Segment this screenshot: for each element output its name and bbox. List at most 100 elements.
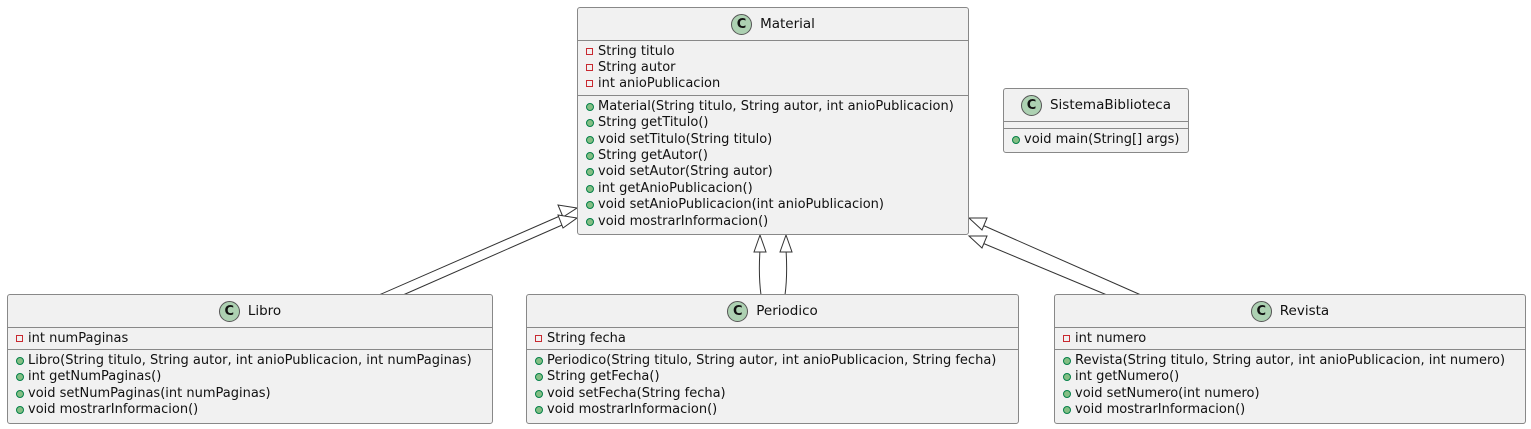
public-visibility-icon — [584, 101, 595, 112]
method-row: Libro(String titulo, String autor, int a… — [14, 352, 492, 368]
arrowhead-periodico-material-2 — [779, 233, 793, 253]
class-material[interactable]: C Material String titulo String autor in… — [577, 7, 969, 235]
public-visibility-icon — [584, 166, 595, 177]
edge-revista-material-1 — [979, 241, 1108, 296]
attribute-text: int numPaginas — [28, 330, 129, 346]
attributes-section: String fecha — [527, 328, 1018, 351]
private-visibility-icon — [584, 46, 595, 57]
attributes-section — [1004, 122, 1188, 129]
class-header: C Libro — [8, 295, 492, 328]
class-header: C Periodico — [527, 295, 1018, 328]
public-visibility-icon — [14, 404, 25, 415]
edge-periodico-material-2 — [784, 249, 788, 296]
public-visibility-icon — [533, 404, 544, 415]
attribute-row: int numero — [1061, 330, 1525, 346]
method-row: void mostrarInformacion() — [14, 402, 492, 418]
method-text: Periodico(String titulo, String autor, i… — [547, 353, 997, 369]
methods-section: Revista(String titulo, String autor, int… — [1055, 350, 1525, 421]
method-text: void setTitulo(String titulo) — [598, 131, 773, 147]
attributes-section: int numero — [1055, 328, 1525, 351]
arrowhead-revista-material-2 — [967, 217, 988, 231]
public-visibility-icon — [584, 216, 595, 227]
method-row: void setAnioPublicacion(int anioPublicac… — [584, 197, 968, 213]
attribute-row: String autor — [584, 59, 968, 75]
arrowhead-libro-material-2 — [557, 214, 579, 229]
method-text: String getTitulo() — [598, 115, 709, 131]
method-text: Revista(String titulo, String autor, int… — [1075, 353, 1506, 369]
methods-section: Periodico(String titulo, String autor, i… — [527, 350, 1018, 421]
arrowhead-periodico-material-1 — [753, 233, 767, 253]
private-visibility-icon — [584, 62, 595, 73]
class-header: C Material — [578, 8, 968, 41]
attributes-section: String titulo String autor int anioPubli… — [578, 41, 968, 97]
class-name: Libro — [247, 303, 282, 319]
method-row: Material(String titulo, String autor, in… — [584, 98, 968, 114]
method-row: void setFecha(String fecha) — [533, 385, 1018, 401]
attributes-section: int numPaginas — [8, 328, 492, 351]
method-row: void main(String[] args) — [1010, 131, 1188, 147]
edge-libro-material-1 — [378, 211, 570, 296]
edge-periodico-material-1 — [758, 249, 762, 296]
class-c-icon: C — [727, 300, 749, 322]
attribute-text: int anioPublicacion — [598, 76, 721, 92]
class-libro[interactable]: C Libro int numPaginas Libro(String titu… — [7, 294, 493, 424]
class-revista[interactable]: C Revista int numero Revista(String titu… — [1054, 294, 1526, 424]
private-visibility-icon — [14, 333, 25, 344]
public-visibility-icon — [533, 355, 544, 366]
method-row: String getFecha() — [533, 369, 1018, 385]
arrowhead-libro-material-1 — [557, 204, 579, 218]
attribute-row: int numPaginas — [14, 330, 492, 346]
public-visibility-icon — [584, 199, 595, 210]
methods-section: Material(String titulo, String autor, in… — [578, 96, 968, 232]
attribute-row: String fecha — [533, 330, 1018, 346]
public-visibility-icon — [1061, 404, 1072, 415]
public-visibility-icon — [14, 355, 25, 366]
method-text: void mostrarInformacion() — [1075, 402, 1246, 418]
method-row: int getAnioPublicacion() — [584, 180, 968, 196]
public-visibility-icon — [1061, 355, 1072, 366]
private-visibility-icon — [1061, 333, 1072, 344]
private-visibility-icon — [533, 333, 544, 344]
class-name: SistemaBiblioteca — [1049, 97, 1171, 113]
public-visibility-icon — [14, 388, 25, 399]
method-text: Material(String titulo, String autor, in… — [598, 98, 954, 114]
attribute-text: int numero — [1075, 330, 1147, 346]
public-visibility-icon — [584, 134, 595, 145]
method-text: int getAnioPublicacion() — [598, 180, 753, 196]
method-row: String getTitulo() — [584, 115, 968, 131]
method-text: void setNumPaginas(int numPaginas) — [28, 385, 271, 401]
method-row: void setTitulo(String titulo) — [584, 131, 968, 147]
class-name: Material — [760, 16, 815, 32]
method-text: int getNumero() — [1075, 369, 1180, 385]
method-text: void mostrarInformacion() — [28, 402, 199, 418]
method-text: int getNumPaginas() — [28, 369, 162, 385]
methods-section: void main(String[] args) — [1004, 129, 1188, 150]
private-visibility-icon — [584, 78, 595, 89]
class-c-icon: C — [1020, 94, 1042, 116]
class-name: Periodico — [756, 303, 818, 319]
public-visibility-icon — [584, 183, 595, 194]
class-header: C SistemaBiblioteca — [1004, 89, 1188, 122]
method-text: void setAnioPublicacion(int anioPublicac… — [598, 197, 884, 213]
attribute-row: int anioPublicacion — [584, 76, 968, 92]
public-visibility-icon — [533, 388, 544, 399]
method-text: Libro(String titulo, String autor, int a… — [28, 353, 472, 369]
attribute-text: String fecha — [547, 330, 626, 346]
class-sistema-biblioteca[interactable]: C SistemaBiblioteca void main(String[] a… — [1003, 88, 1189, 153]
class-periodico[interactable]: C Periodico String fecha Periodico(Strin… — [526, 294, 1019, 424]
method-row: int getNumPaginas() — [14, 369, 492, 385]
public-visibility-icon — [533, 371, 544, 382]
methods-section: Libro(String titulo, String autor, int a… — [8, 350, 492, 421]
class-c-icon: C — [731, 13, 753, 35]
public-visibility-icon — [14, 371, 25, 382]
method-row: Revista(String titulo, String autor, int… — [1061, 352, 1525, 368]
method-row: void setAutor(String autor) — [584, 164, 968, 180]
method-text: void setAutor(String autor) — [598, 164, 773, 180]
method-row: void setNumPaginas(int numPaginas) — [14, 385, 492, 401]
method-text: void setNumero(int numero) — [1075, 385, 1260, 401]
method-row: void mostrarInformacion() — [584, 213, 968, 229]
arrowhead-revista-material-1 — [967, 235, 988, 249]
edge-libro-material-2 — [402, 221, 570, 296]
method-row: Periodico(String titulo, String autor, i… — [533, 352, 1018, 368]
